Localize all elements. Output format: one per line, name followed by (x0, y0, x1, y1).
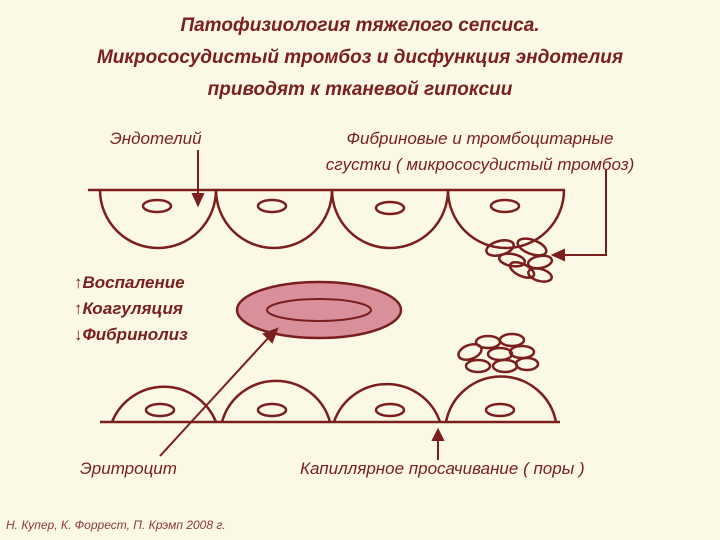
arrow-up-icon: ↑ (74, 299, 83, 318)
arrow-down-icon: ↓ (74, 325, 83, 344)
clots-label-line-1: Фибриновые и тромбоцитарные (346, 129, 614, 148)
endothelial-cell-bottom (444, 375, 558, 423)
clots-label-line-2: сгустки ( микрососудистый тромбоз) (325, 155, 635, 174)
arrow-up-icon: ↑ (74, 273, 83, 292)
cell-nucleus (374, 200, 406, 216)
bottom-thrombus (457, 332, 540, 374)
clot-pointer (562, 170, 607, 256)
effect-inflammation: ↑Воспаление (74, 270, 188, 296)
cell-nucleus (256, 402, 288, 418)
effect-text: Воспаление (82, 273, 185, 292)
endothelial-cell-top (330, 189, 450, 250)
erythrocyte-label: Эритроцит (80, 459, 177, 478)
cell-nucleus (141, 198, 173, 214)
arrow-head-icon (550, 248, 565, 262)
title-line-3: приводят к тканевой гипоксии (207, 79, 513, 100)
endothelial-cell-bottom (332, 382, 442, 423)
endothelium-label: Эндотелий (110, 129, 202, 148)
effect-coagulation: ↑Коагуляция (74, 296, 188, 322)
cell-nucleus (484, 402, 516, 418)
effect-fibrinolysis: ↓Фибринолиз (74, 322, 188, 348)
arrow-head-icon (431, 427, 445, 441)
title-line-1: Патофизиология тяжелого сепсиса. (180, 15, 540, 36)
cell-nucleus (144, 402, 176, 418)
top-thrombus (485, 237, 554, 283)
credit-text: Н. Купер, К. Форрест, П. Крэмп 2008 г. (6, 518, 226, 532)
slide-title: Патофизиология тяжелого сепсиса. Микросо… (40, 10, 680, 106)
arrow-head-icon (191, 193, 205, 208)
endothelial-cell-top (214, 189, 334, 250)
cell-nucleus (256, 198, 288, 214)
cell-nucleus (374, 402, 406, 418)
cell-nucleus (489, 198, 521, 214)
effects-list: ↑Воспаление ↑Коагуляция ↓Фибринолиз (74, 270, 188, 348)
effect-text: Фибринолиз (82, 325, 188, 344)
capillary-leak-label: Капиллярное просачивание ( поры ) (300, 459, 585, 478)
erythrocyte (235, 280, 403, 340)
arrow-head-icon (262, 327, 279, 344)
effect-text: Коагуляция (82, 299, 183, 318)
endothelial-cell-top (446, 189, 566, 250)
title-line-2: Микрососудистый тромбоз и дисфункция энд… (96, 47, 624, 68)
endothelial-cell-top (98, 189, 218, 250)
clots-label: Фибриновые и тромбоцитарные сгустки ( ми… (290, 126, 670, 178)
erythrocyte-pointer (159, 335, 271, 457)
endothelial-cell-bottom (220, 379, 332, 423)
